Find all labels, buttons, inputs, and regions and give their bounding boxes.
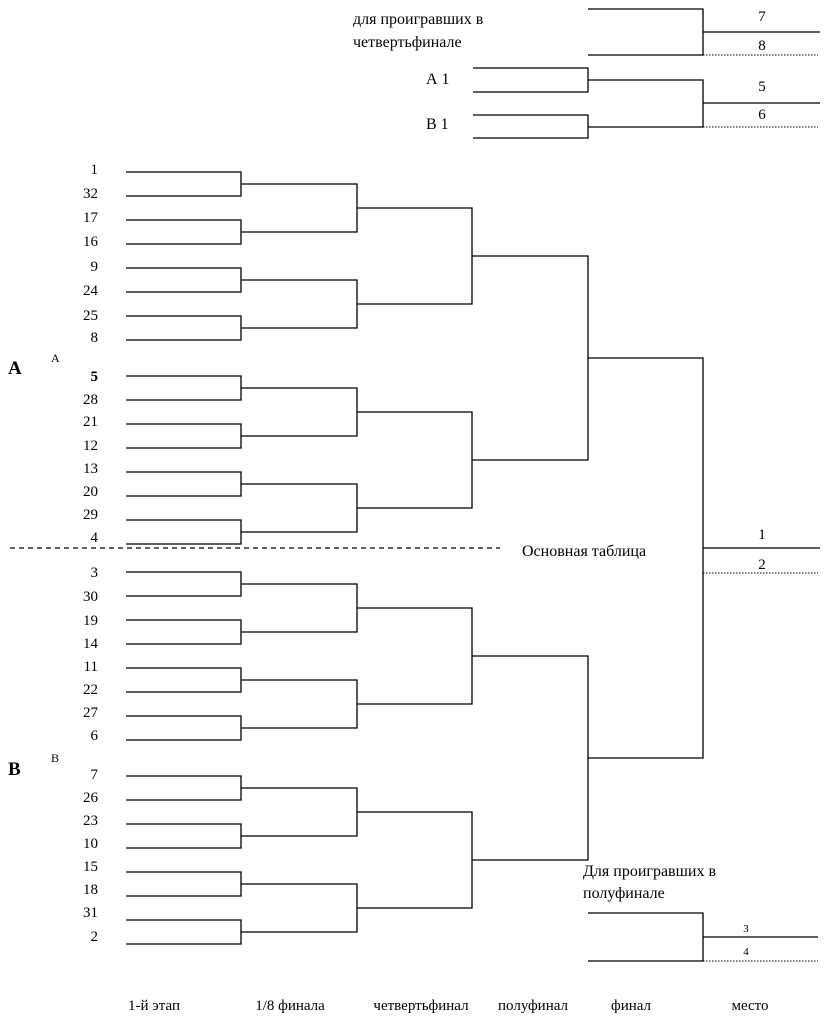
bracket-lines [10, 8, 820, 962]
round-label-qf: четвертьфинал [373, 998, 469, 1014]
stage1-pair-b [126, 571, 242, 597]
seed-label: 5 [91, 369, 99, 385]
seed-label: 8 [91, 330, 99, 346]
seed-label: 17 [83, 210, 99, 226]
sf-losers-pair [588, 912, 704, 962]
seed-label: 26 [83, 790, 99, 806]
seed-label: 11 [84, 659, 98, 675]
r16-pair-a [241, 279, 358, 329]
place-5-label: 5 [758, 79, 766, 95]
qf-entry-a-pair [473, 67, 589, 93]
round-label-final: финал [611, 998, 652, 1014]
seed-label: 15 [83, 859, 98, 875]
half-a-label: A [8, 358, 22, 379]
seed-label: 6 [91, 728, 99, 744]
seed-label: 13 [83, 461, 98, 477]
seed-label: 29 [83, 507, 98, 523]
seed-label: 32 [83, 186, 98, 202]
stage1-pair-a [126, 423, 242, 449]
round-label-r16: 1/8 финала [255, 998, 325, 1014]
qf-pair-b [357, 811, 473, 909]
seed-label: 23 [83, 813, 98, 829]
r16-pair-b [241, 883, 358, 933]
place-6-label: 6 [758, 107, 766, 123]
r16-pair-b [241, 679, 358, 729]
stage1-pair-b [126, 619, 242, 645]
r16-pair-b [241, 583, 358, 633]
stage1-pair-a [126, 519, 242, 545]
qf-pair-a [357, 411, 473, 509]
seed-label: 1 [91, 162, 99, 178]
seed-list-b: 3 30 19 14 11 22 27 6 7 26 23 10 15 18 3… [83, 565, 99, 945]
seed-label: 12 [83, 438, 98, 454]
seed-label: 28 [83, 392, 98, 408]
sf-pair-a [472, 255, 589, 461]
round-label-stage1: 1-й этап [128, 998, 180, 1014]
half-b-label: B [8, 759, 21, 780]
stage1-pair-b [126, 667, 242, 693]
place-4-label: 4 [743, 946, 749, 958]
stage1-pair-b [126, 775, 242, 801]
seed-label: 9 [91, 259, 99, 275]
seed-label: 24 [83, 283, 99, 299]
r16-pair-a [241, 483, 358, 533]
seed-label: 18 [83, 882, 98, 898]
seed-label: 2 [91, 929, 99, 945]
seed-list-a: 1 32 17 16 9 24 25 8 5 28 21 12 13 20 29… [83, 162, 99, 546]
seed-label: 27 [83, 705, 99, 721]
qf-losers-78-pair [588, 8, 704, 56]
stage1-pair-b [126, 823, 242, 849]
place-2-label: 2 [758, 557, 766, 573]
place-7-label: 7 [758, 9, 766, 25]
r16-pair-b [241, 787, 358, 837]
round-label-sf: полуфинал [498, 998, 569, 1014]
stage1-pair-b [126, 871, 242, 897]
half-b-small-label: B [51, 751, 59, 765]
stage1-pair-a [126, 471, 242, 497]
stage1-pair-a [126, 375, 242, 401]
final-connector [588, 357, 704, 759]
seed-label: 21 [83, 414, 98, 430]
place-8-label: 8 [758, 38, 766, 54]
place-3-label: 3 [743, 923, 749, 935]
seed-label: 19 [83, 613, 98, 629]
stage1-pair-a [126, 315, 242, 341]
stage1-pair-a [126, 219, 242, 245]
place-1-label: 1 [758, 527, 766, 543]
qf-entry-b-pair [473, 114, 589, 139]
sf-losers-title-line1: Для проигравших в [583, 863, 716, 880]
sf-losers-title-line2: полуфинале [583, 885, 665, 902]
seed-label: 30 [83, 589, 98, 605]
qf-entry-a-label: А 1 [426, 71, 450, 88]
sf-pair-b [472, 655, 589, 861]
qf-losers-title-line2: четвертьфинале [353, 34, 462, 51]
main-table-label: Основная таблица [522, 543, 646, 560]
qf-pair-b [357, 607, 473, 705]
seed-label: 7 [91, 767, 99, 783]
seed-label: 16 [83, 234, 99, 250]
stage1-pair-b [126, 919, 242, 945]
stage1-pair-a [126, 171, 242, 197]
stage1-pair-a [126, 267, 242, 293]
qf-pair-a [357, 207, 473, 305]
seed-label: 10 [83, 836, 98, 852]
seed-label: 4 [91, 530, 99, 546]
seed-label: 22 [83, 682, 98, 698]
seed-label: 3 [91, 565, 99, 581]
round-label-place: место [731, 998, 768, 1014]
r16-pair-a [241, 183, 358, 233]
seed-label: 31 [83, 905, 98, 921]
seed-label: 14 [83, 636, 99, 652]
half-a-small-label: A [51, 351, 60, 365]
seed-label: 25 [83, 308, 98, 324]
qf-losers-title-line1: для проигравших в [353, 11, 484, 28]
stage1-pair-b [126, 715, 242, 741]
qf-entry-b-label: В 1 [426, 116, 449, 133]
qf-losers-56-pair [588, 79, 704, 128]
r16-pair-a [241, 387, 358, 437]
seed-label: 20 [83, 484, 98, 500]
